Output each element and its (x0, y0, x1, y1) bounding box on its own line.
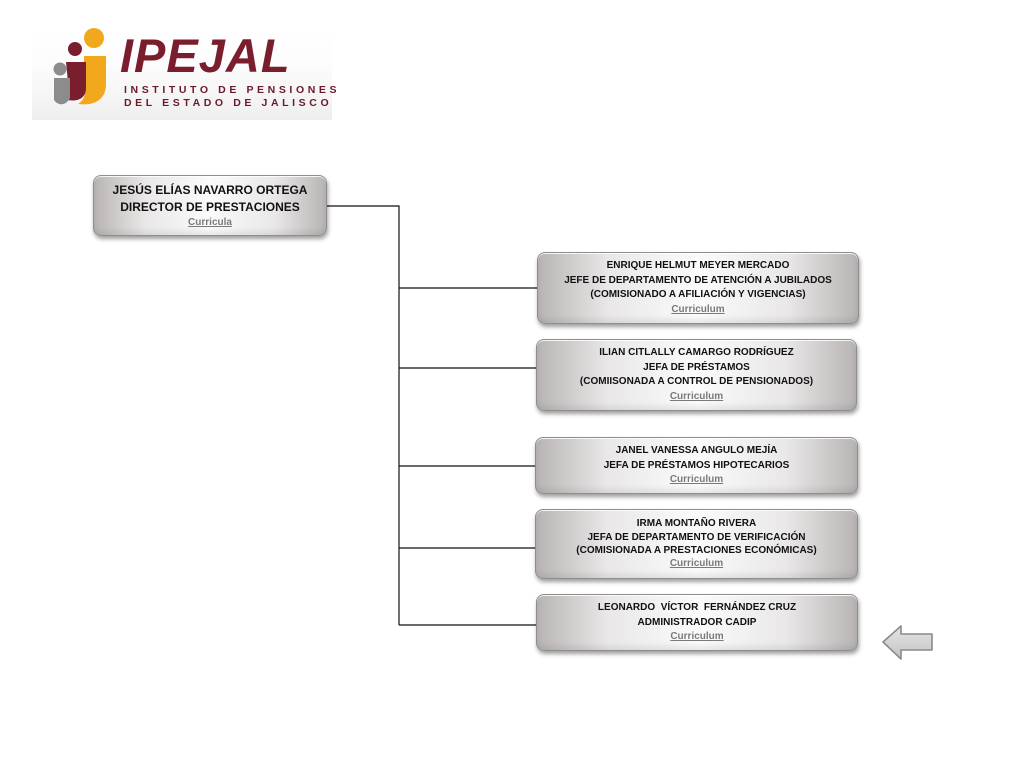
director-title: DIRECTOR DE PRESTACIONES (120, 200, 300, 214)
ipejal-logo: IPEJAL (32, 22, 332, 120)
person-note: (COMIISONADA A CONTROL DE PENSIONADOS) (579, 376, 814, 388)
person-name: ENRIQUE HELMUT MEYER MERCADO (606, 260, 790, 272)
left-arrow-icon[interactable] (881, 624, 935, 662)
subordinate-card: LEONARDO VÍCTOR FERNÁNDEZ CRUZ ADMINISTR… (536, 594, 858, 651)
person-title: JEFA DE PRÉSTAMOS HIPOTECARIOS (603, 459, 790, 471)
logo-subtitle-line2: DEL ESTADO DE JALISCO (124, 97, 333, 109)
logo-graphic (32, 22, 332, 120)
curriculum-link[interactable]: Curriculum (669, 390, 724, 402)
director-card: JESÚS ELÍAS NAVARRO ORTEGA DIRECTOR DE P… (93, 175, 327, 236)
connector-director (327, 205, 400, 625)
person-note: (COMISIONADA A PRESTACIONES ECONÓMICAS) (576, 545, 817, 557)
person-name: JANEL VANESSA ANGULO MEJÍA (615, 445, 778, 456)
logo-subtitle: INSTITUTO DE PENSIONES DEL ESTADO DE JAL… (124, 84, 340, 110)
subordinate-card: IRMA MONTAÑO RIVERA JEFA DE DEPARTAMENTO… (535, 509, 858, 579)
director-name: JESÚS ELÍAS NAVARRO ORTEGA (112, 183, 308, 197)
person-title: JEFE DE DEPARTAMENTO DE ATENCIÓN A JUBIL… (564, 274, 832, 286)
logo-brand-text: IPEJAL (120, 29, 291, 82)
person-name: ILIAN CITLALLY CAMARGO RODRÍGUEZ (599, 347, 794, 359)
curriculum-link[interactable]: Curriculum (669, 558, 724, 570)
curriculum-link[interactable]: Curriculum (669, 474, 724, 485)
person-name: IRMA MONTAÑO RIVERA (636, 517, 757, 529)
director-curricula-link[interactable]: Curricula (188, 217, 232, 228)
curriculum-link[interactable]: Curriculum (671, 303, 725, 315)
curriculum-link[interactable]: Curriculum (670, 631, 724, 642)
subordinate-card: JANEL VANESSA ANGULO MEJÍA JEFA DE PRÉST… (535, 437, 858, 494)
person-note: (COMISIONADO A AFILIACIÓN Y VIGENCIAS) (590, 289, 806, 301)
logo-subtitle-line1: INSTITUTO DE PENSIONES (124, 84, 341, 96)
subordinate-card: ENRIQUE HELMUT MEYER MERCADO JEFE DE DEP… (537, 252, 859, 324)
person-title: JEFA DE PRÉSTAMOS (643, 361, 750, 373)
subordinate-card: ILIAN CITLALLY CAMARGO RODRÍGUEZ JEFA DE… (536, 339, 857, 411)
person-title: ADMINISTRADOR CADIP (637, 616, 757, 628)
person-title: JEFA DE DEPARTAMENTO DE VERIFICACIÓN (587, 532, 806, 544)
person-name: LEONARDO VÍCTOR FERNÁNDEZ CRUZ (597, 602, 797, 613)
